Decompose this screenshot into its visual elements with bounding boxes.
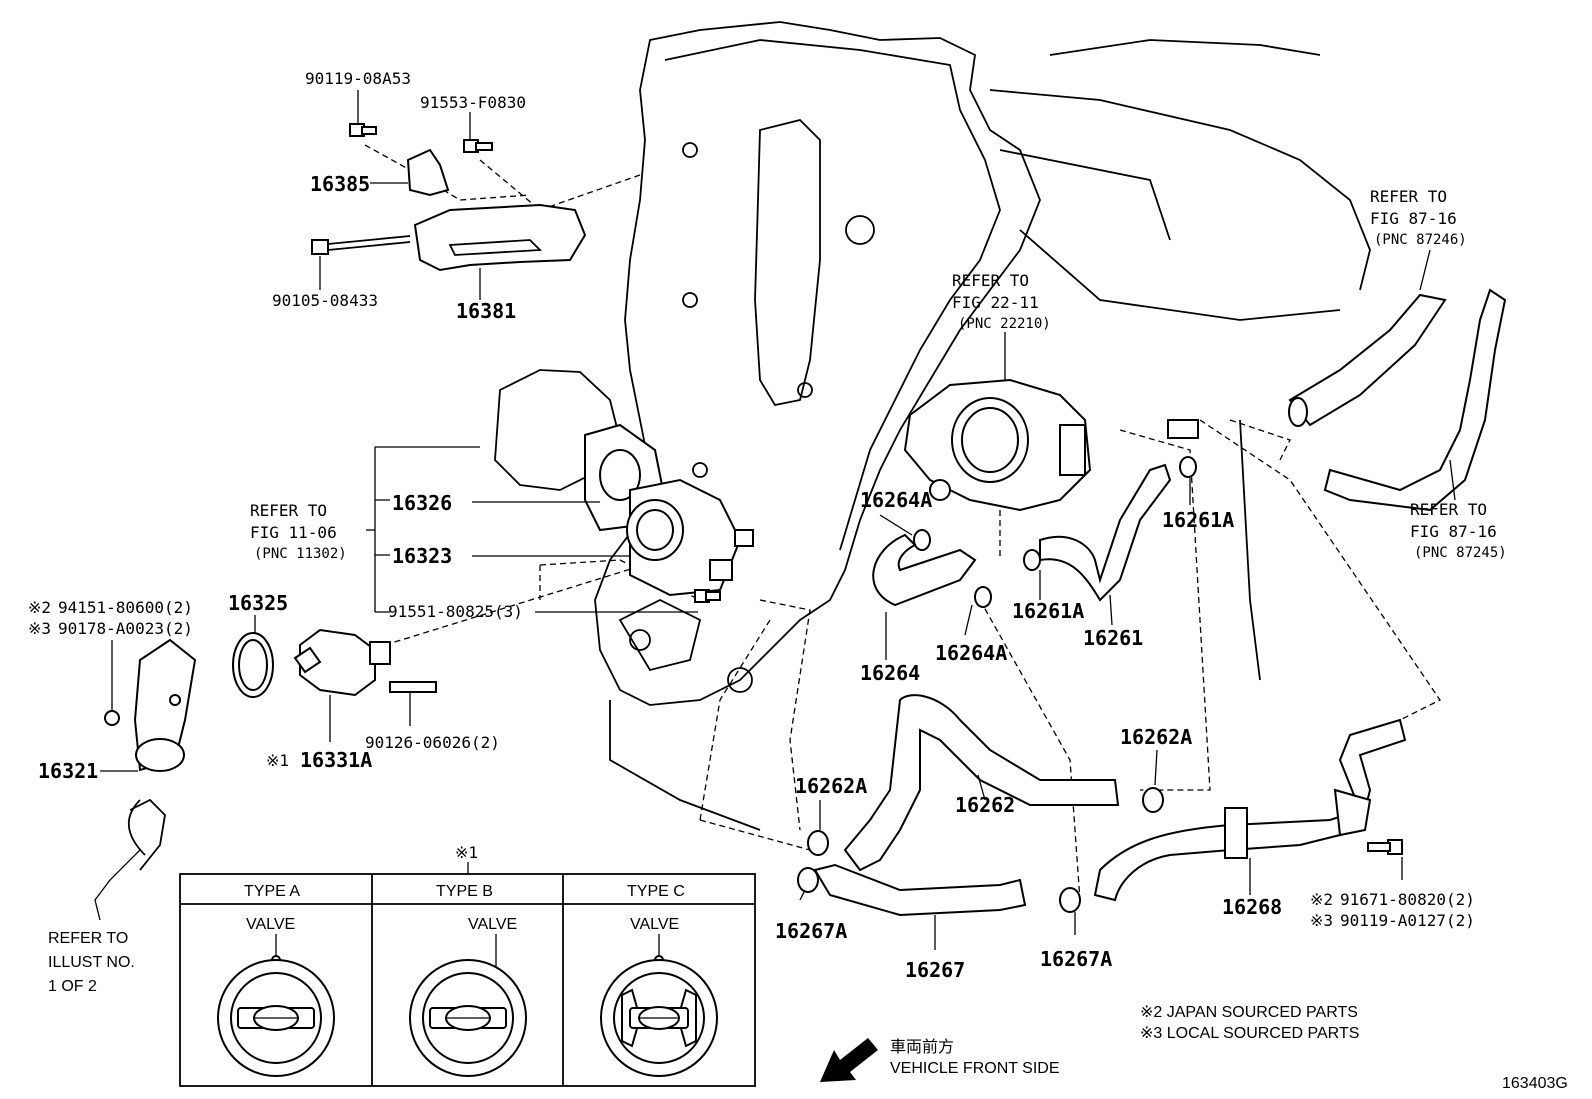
label-16323: 16323 xyxy=(392,544,452,568)
ref-fig8716b-line3: (PNC 87245) xyxy=(1414,545,1507,561)
ref-fig1106-line2: FIG 11-06 xyxy=(250,523,337,542)
hose-16261 xyxy=(1039,463,1172,602)
label-16262A-right: 16262A xyxy=(1120,725,1192,749)
reference-labels: REFER TO FIG 11-06 (PNC 11302) REFER TO … xyxy=(48,187,1507,995)
label-16321: 16321 xyxy=(38,759,98,783)
label-16264A-bottom: 16264A xyxy=(935,641,1007,665)
type-c-valve-label: VALVE xyxy=(630,916,679,933)
ref-fig8716b-line2: FIG 87-16 xyxy=(1410,522,1497,541)
stud-90126-06026 xyxy=(389,681,437,693)
type-a-valve-icon xyxy=(217,934,335,1077)
label-90119-A0127: 90119-A0127(2) xyxy=(1340,911,1475,930)
hose-16268 xyxy=(1093,718,1407,902)
clips xyxy=(797,456,1197,913)
hose-stub xyxy=(128,798,166,871)
label-90105-08433: 90105-08433 xyxy=(272,291,378,310)
note-local-sourced: ※3 LOCAL SOURCED PARTS xyxy=(1140,1025,1359,1042)
note-japan-sourced: ※2 JAPAN SOURCED PARTS xyxy=(1140,1004,1358,1021)
water-inlet-16321 xyxy=(104,638,197,772)
label-16267A-right: 16267A xyxy=(1040,947,1112,971)
small-pipe-right xyxy=(1167,419,1199,439)
thermostat-16331A xyxy=(293,628,391,697)
part-labels: 90119-08A53 91553-F0830 16385 90105-0843… xyxy=(28,69,1475,982)
bolt-90119-08A53 xyxy=(349,123,377,137)
thermostat-type-table: ※1 TYPE A TYPE B TYPE C VALVE VALVE VALV… xyxy=(179,843,756,1087)
ref-illust-line2: ILLUST NO. xyxy=(48,954,135,971)
bolt-91553-F0830 xyxy=(463,139,493,153)
label-16325: 16325 xyxy=(228,591,288,615)
ref-fig2211-line1: REFER TO xyxy=(952,271,1029,290)
bracket-16385 xyxy=(406,148,450,197)
label-90178-A0023: 90178-A0023(2) xyxy=(58,619,193,638)
label-note-mark3-b: ※3 xyxy=(1310,911,1333,930)
label-16331A: 16331A xyxy=(300,748,372,772)
hose-16267 xyxy=(813,863,1027,917)
label-note-mark2-a: ※2 xyxy=(28,598,51,617)
ref-fig2211-line3: (PNC 22210) xyxy=(958,316,1051,332)
ref-illust-line3: 1 OF 2 xyxy=(48,978,97,995)
type-b-valve-icon xyxy=(409,934,527,1077)
label-16385: 16385 xyxy=(310,172,370,196)
ref-fig8716b-line1: REFER TO xyxy=(1410,500,1487,519)
ref-fig1106-line3: (PNC 11302) xyxy=(254,546,347,562)
type-b-label: TYPE B xyxy=(436,883,493,900)
ref-fig2211-line2: FIG 22-11 xyxy=(952,293,1039,312)
type-table-mark: ※1 xyxy=(455,843,478,862)
bolt-91551-80825 xyxy=(694,589,721,603)
leader-lines xyxy=(94,90,1456,950)
heater-hose-87246 xyxy=(1288,293,1447,427)
label-note-mark3-a: ※3 xyxy=(28,619,51,638)
label-91671-80820: 91671-80820(2) xyxy=(1340,890,1475,909)
direction-jp: 車両前方 xyxy=(890,1038,954,1056)
timing-cover-outline xyxy=(494,21,1371,831)
dashed-connection-lines xyxy=(364,144,1441,901)
sourcing-notes: ※2 JAPAN SOURCED PARTS ※3 LOCAL SOURCED … xyxy=(1140,1004,1359,1042)
label-16262: 16262 xyxy=(955,793,1015,817)
gasket-16325 xyxy=(232,632,274,698)
bracket-16381 xyxy=(413,203,587,272)
label-90119-08A53: 90119-08A53 xyxy=(305,69,411,88)
label-16261A-right: 16261A xyxy=(1162,508,1234,532)
label-91553-F0830: 91553-F0830 xyxy=(420,93,526,112)
ref-fig8716a-line3: (PNC 87246) xyxy=(1374,232,1467,248)
water-inlet-housing-16323 xyxy=(626,478,754,597)
label-16268: 16268 xyxy=(1222,895,1282,919)
figure-code: 163403G xyxy=(1502,1075,1568,1092)
ref-fig1106-line1: REFER TO xyxy=(250,501,327,520)
label-16261A-mid: 16261A xyxy=(1012,599,1084,623)
bolt-91671-80820 xyxy=(1367,839,1403,855)
label-94151-80600: 94151-80600(2) xyxy=(58,598,193,617)
label-16331A-mark: ※1 xyxy=(266,751,289,770)
ref-fig8716a-line1: REFER TO xyxy=(1370,187,1447,206)
front-arrow-icon xyxy=(820,1038,878,1082)
direction-en: VEHICLE FRONT SIDE xyxy=(890,1060,1060,1077)
label-90126-06026: 90126-06026(2) xyxy=(365,733,500,752)
label-16264A-top: 16264A xyxy=(860,488,932,512)
type-a-label: TYPE A xyxy=(244,883,300,900)
label-16326: 16326 xyxy=(392,491,452,515)
label-16261: 16261 xyxy=(1083,626,1143,650)
label-16262A-left: 16262A xyxy=(795,774,867,798)
label-note-mark2-b: ※2 xyxy=(1310,890,1333,909)
label-91551-80825: 91551-80825(3) xyxy=(388,602,523,621)
type-c-label: TYPE C xyxy=(627,883,685,900)
hose-16262 xyxy=(843,694,1120,872)
type-c-valve-icon xyxy=(600,934,718,1077)
label-16267A-left: 16267A xyxy=(775,919,847,943)
label-16267: 16267 xyxy=(905,958,965,982)
bolt-90105-08433 xyxy=(311,235,411,255)
throttle-body xyxy=(903,378,1092,512)
ref-illust-line1: REFER TO xyxy=(48,930,128,947)
label-16264: 16264 xyxy=(860,661,920,685)
ref-fig8716a-line2: FIG 87-16 xyxy=(1370,209,1457,228)
type-a-valve-label: VALVE xyxy=(246,916,295,933)
label-16381: 16381 xyxy=(456,299,516,323)
hose-16264 xyxy=(872,533,977,607)
vehicle-front-direction: 車両前方 VEHICLE FRONT SIDE xyxy=(820,1038,1060,1082)
type-b-valve-label: VALVE xyxy=(468,916,517,933)
heater-hose-87245 xyxy=(1323,288,1507,512)
